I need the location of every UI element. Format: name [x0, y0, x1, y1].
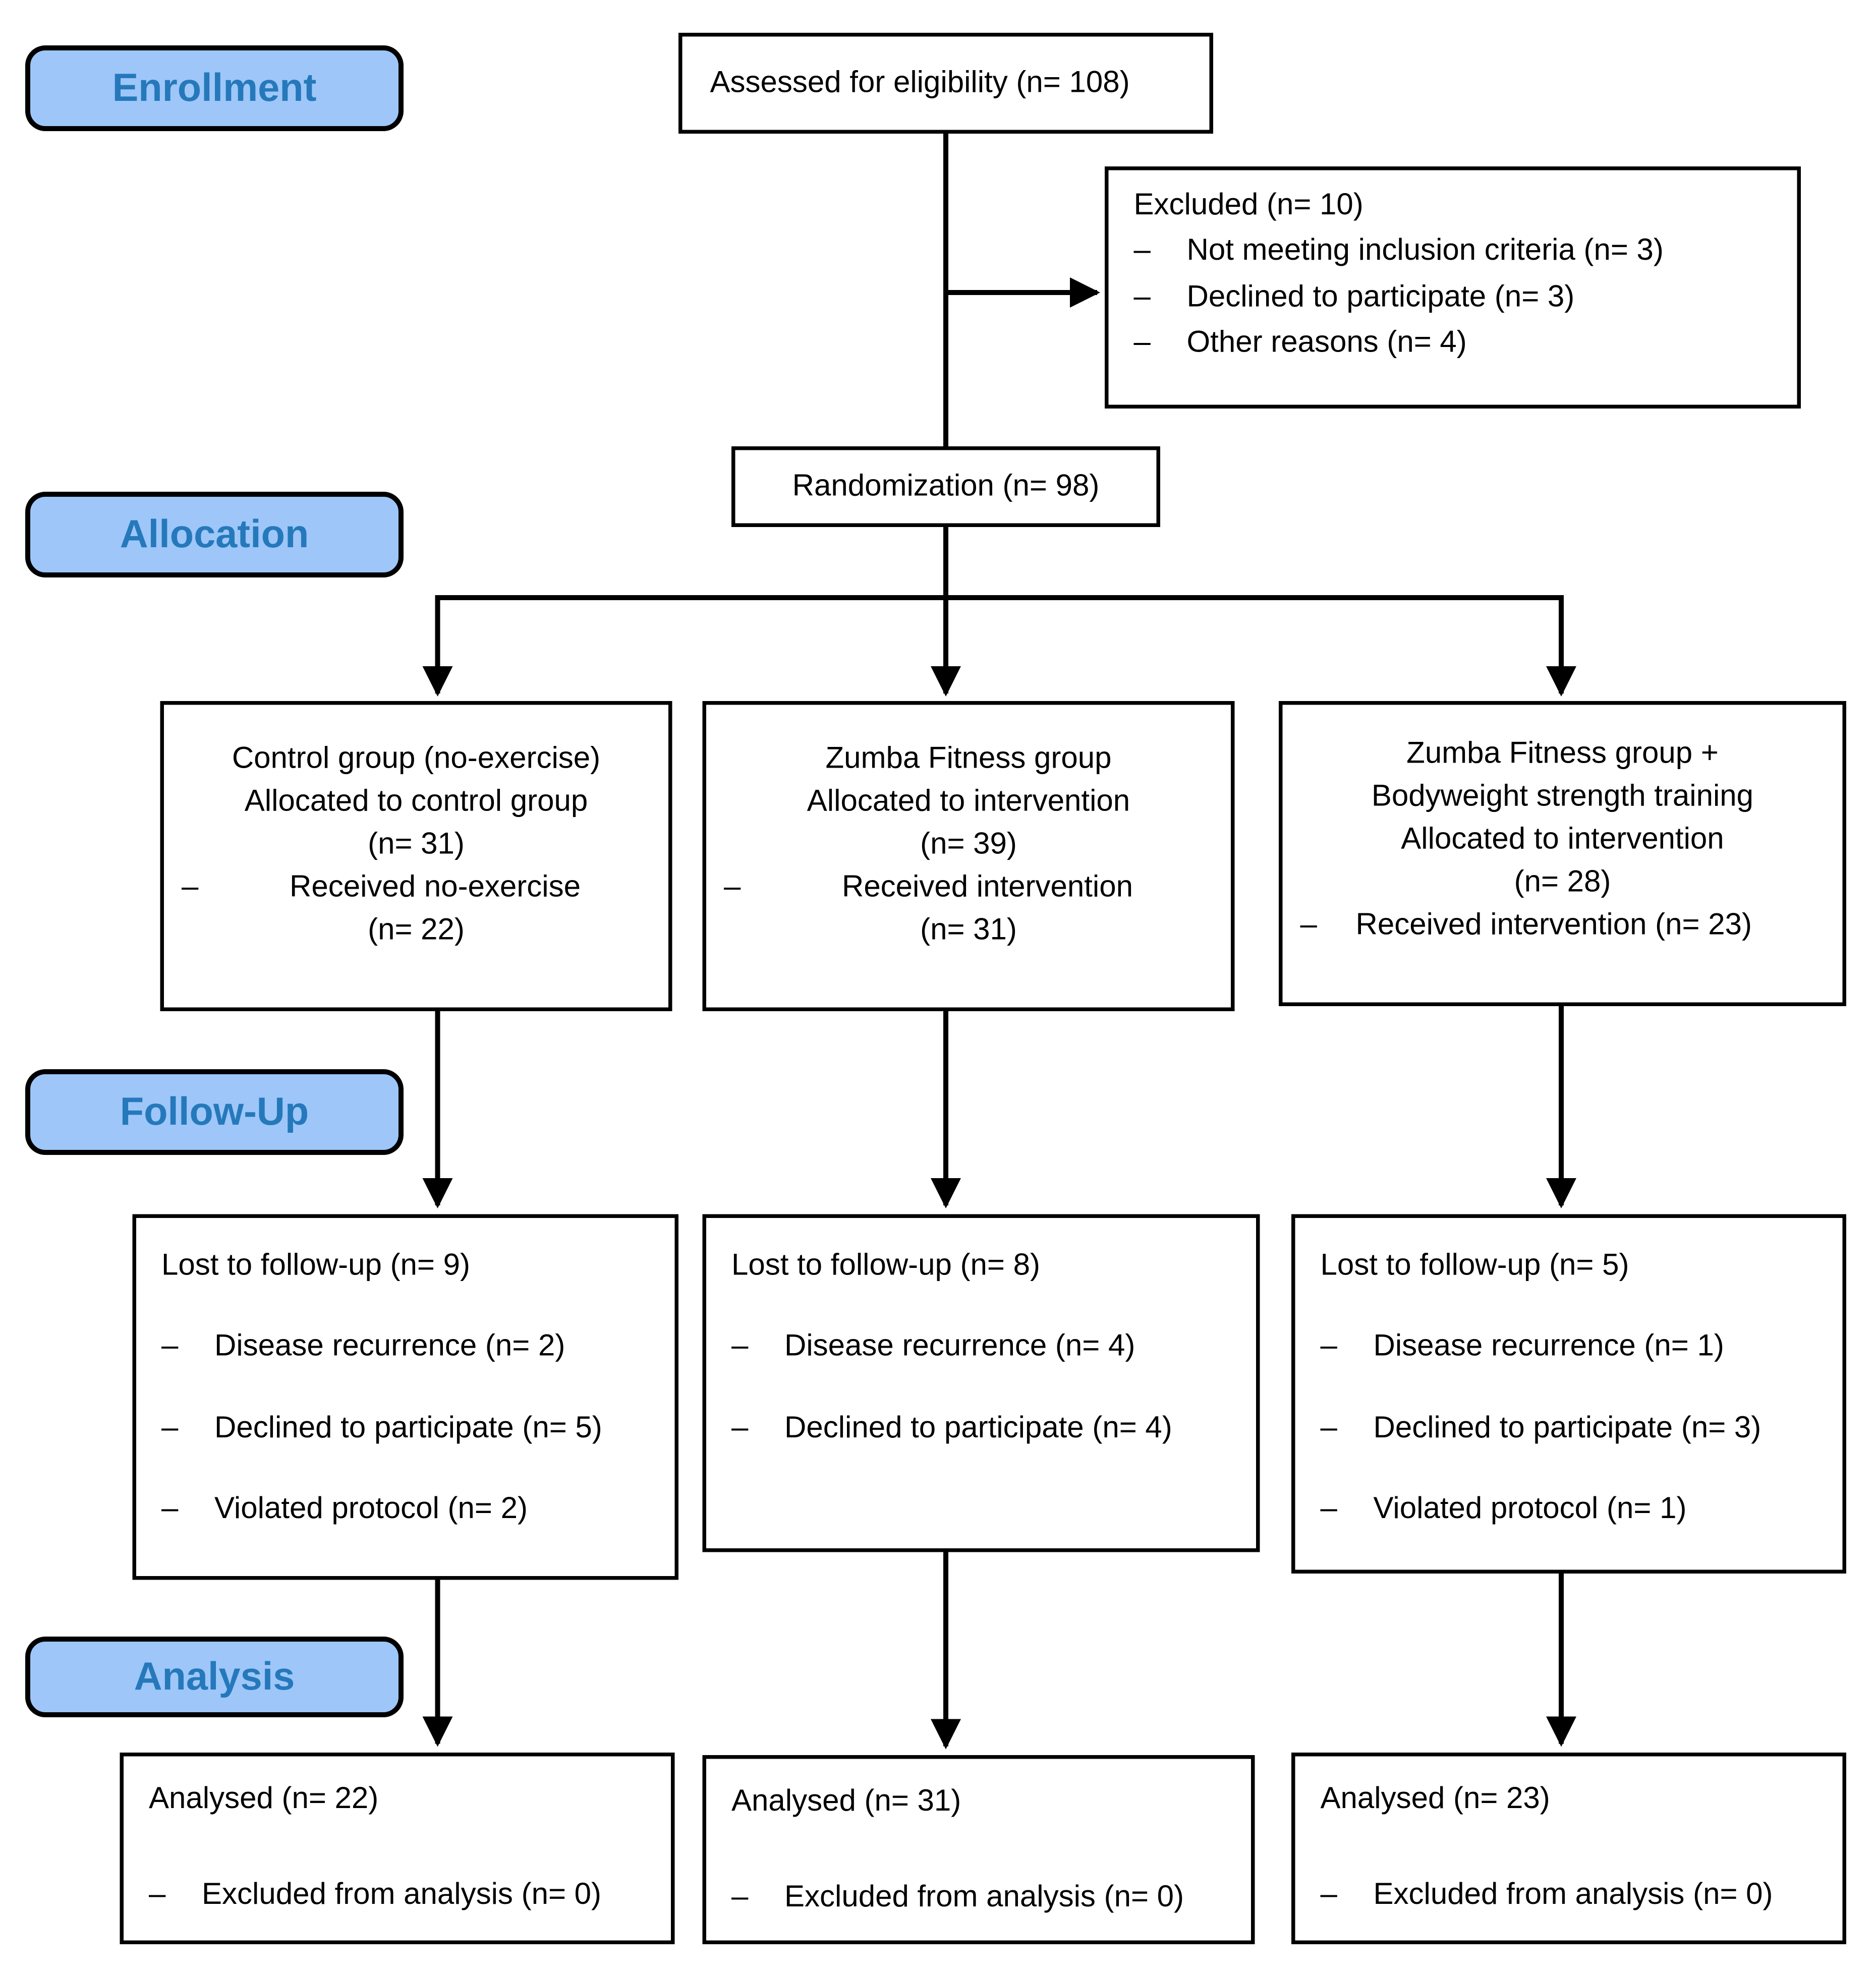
excluded-box: Excluded (n= 10) – Not meeting inclusion…: [1105, 166, 1801, 409]
phase-label-enrollment-text: Enrollment: [112, 66, 317, 110]
allocation-zumba-strength-line: Bodyweight strength training: [1371, 779, 1754, 813]
bullet-dash: –: [161, 1410, 179, 1445]
bullet-dash: –: [149, 1878, 166, 1912]
followup-zumba-strength-item: – Disease recurrence (n= 1): [1321, 1329, 1830, 1365]
analysis-zumba-item-text: Excluded from analysis (n= 0): [784, 1880, 1184, 1914]
allocation-zumba-strength-received-text: Received intervention (n= 23): [1355, 908, 1752, 943]
allocation-zumba-received-text: Received intervention: [841, 870, 1133, 905]
analysis-zumba-title: Analysed (n= 31): [731, 1784, 961, 1819]
analysis-box-zumba: Analysed (n= 31) – Excluded from analysi…: [702, 1755, 1255, 1944]
followup-control-item-text: Violated protocol (n= 2): [214, 1491, 528, 1526]
followup-zumba-item-text: Declined to participate (n= 4): [784, 1410, 1172, 1445]
allocation-zumba-line: (n= 39): [920, 827, 1017, 861]
allocation-control-line: (n= 31): [368, 827, 465, 861]
bullet-dash: –: [161, 1329, 179, 1364]
randomization-box: Randomization (n= 98): [731, 446, 1160, 527]
followup-zumba-strength-item-text: Declined to participate (n= 3): [1373, 1410, 1761, 1445]
phase-label-allocation-text: Allocation: [120, 512, 309, 556]
assessed-eligibility-text: Assessed for eligibility (n= 108): [710, 65, 1130, 100]
bullet-dash: –: [1320, 1491, 1337, 1526]
allocation-box-zumba-strength: Zumba Fitness group + Bodyweight strengt…: [1279, 701, 1846, 1006]
bullet-dash: –: [731, 1410, 749, 1445]
allocation-zumba-strength-line: (n= 28): [1514, 865, 1611, 900]
followup-zumba-strength-item: – Violated protocol (n= 1): [1321, 1491, 1830, 1527]
analysis-zumba-strength-title: Analysed (n= 23): [1320, 1781, 1550, 1816]
phase-label-analysis: Analysis: [25, 1637, 404, 1717]
followup-zumba-strength-item-text: Violated protocol (n= 1): [1373, 1491, 1687, 1526]
phase-label-allocation: Allocation: [25, 492, 404, 577]
followup-control-item: – Disease recurrence (n= 2): [161, 1329, 662, 1365]
bullet-dash: –: [731, 1880, 749, 1914]
followup-control-title: Lost to follow-up (n= 9): [161, 1248, 470, 1283]
allocation-zumba-strength-received: – Received intervention (n= 23): [1283, 904, 1843, 947]
followup-control-item-text: Disease recurrence (n= 2): [214, 1329, 565, 1364]
assessed-eligibility-box: Assessed for eligibility (n= 108): [678, 33, 1213, 134]
bullet-dash: –: [182, 870, 199, 905]
bullet-dash: –: [1320, 1410, 1337, 1445]
allocation-control-line: Allocated to control group: [244, 784, 588, 819]
analysis-zumba-strength-item-text: Excluded from analysis (n= 0): [1373, 1878, 1773, 1912]
phase-label-follow-up-text: Follow-Up: [120, 1089, 309, 1134]
bullet-dash: –: [1320, 1878, 1337, 1912]
followup-zumba-strength-title: Lost to follow-up (n= 5): [1320, 1248, 1629, 1283]
bullet-dash: –: [1300, 908, 1317, 943]
bullet-dash: –: [1133, 234, 1151, 268]
excluded-title: Excluded (n= 10): [1133, 188, 1363, 222]
followup-zumba-title: Lost to follow-up (n= 8): [731, 1248, 1040, 1283]
allocation-zumba-strength-line: Zumba Fitness group +: [1406, 736, 1719, 771]
followup-zumba-item-text: Disease recurrence (n= 4): [784, 1329, 1135, 1364]
bullet-dash: –: [1320, 1329, 1337, 1364]
followup-zumba-strength-item: – Declined to participate (n= 3): [1321, 1411, 1830, 1446]
excluded-item-text: Other reasons (n= 4): [1186, 325, 1467, 360]
allocation-control-received-text: Received no-exercise: [290, 870, 581, 905]
allocation-control-received: – Received no-exercise: [164, 866, 668, 909]
excluded-item: – Other reasons (n= 4): [1134, 325, 1785, 361]
analysis-box-zumba-strength: Analysed (n= 23) – Excluded from analysi…: [1291, 1753, 1846, 1944]
analysis-control-title: Analysed (n= 22): [149, 1781, 379, 1816]
bullet-dash: –: [161, 1491, 179, 1526]
followup-box-zumba-strength: Lost to follow-up (n= 5) – Disease recur…: [1291, 1214, 1846, 1574]
followup-control-item: – Violated protocol (n= 2): [161, 1491, 662, 1527]
bullet-dash: –: [1133, 279, 1151, 314]
excluded-item-text: Not meeting inclusion criteria (n= 3): [1186, 234, 1664, 268]
allocation-box-zumba: Zumba Fitness group Allocated to interve…: [702, 701, 1235, 1011]
bullet-dash: –: [724, 870, 741, 905]
randomization-text: Randomization (n= 98): [792, 469, 1100, 503]
followup-zumba-strength-item-text: Disease recurrence (n= 1): [1373, 1329, 1724, 1364]
followup-box-control: Lost to follow-up (n= 9) – Disease recur…: [132, 1214, 678, 1580]
allocation-zumba-line: Zumba Fitness group: [825, 741, 1112, 776]
analysis-control-item-text: Excluded from analysis (n= 0): [202, 1878, 602, 1912]
analysis-zumba-item: – Excluded from analysis (n= 0): [731, 1880, 1238, 1916]
excluded-item: – Not meeting inclusion criteria (n= 3): [1134, 234, 1785, 269]
phase-label-follow-up: Follow-Up: [25, 1069, 404, 1155]
excluded-item: – Declined to participate (n= 3): [1134, 279, 1785, 315]
allocation-box-control: Control group (no-exercise) Allocated to…: [160, 701, 672, 1011]
bullet-dash: –: [1133, 325, 1151, 360]
allocation-zumba-received-n: (n= 31): [920, 913, 1017, 948]
allocation-control-line: Control group (no-exercise): [232, 741, 601, 776]
analysis-control-item: – Excluded from analysis (n= 0): [149, 1878, 658, 1913]
phase-label-analysis-text: Analysis: [134, 1654, 295, 1699]
analysis-zumba-strength-item: – Excluded from analysis (n= 0): [1321, 1878, 1830, 1913]
followup-control-item: – Declined to participate (n= 5): [161, 1411, 662, 1446]
followup-zumba-item: – Declined to participate (n= 4): [731, 1411, 1243, 1446]
excluded-item-text: Declined to participate (n= 3): [1186, 279, 1575, 314]
bullet-dash: –: [731, 1329, 749, 1364]
allocation-control-received-n: (n= 22): [368, 913, 465, 948]
allocation-zumba-strength-line: Allocated to intervention: [1401, 822, 1724, 856]
allocation-zumba-received: – Received intervention: [706, 866, 1231, 909]
allocation-zumba-line: Allocated to intervention: [807, 784, 1130, 819]
followup-control-item-text: Declined to participate (n= 5): [214, 1410, 602, 1445]
phase-label-enrollment: Enrollment: [25, 45, 404, 131]
analysis-box-control: Analysed (n= 22) – Excluded from analysi…: [120, 1753, 675, 1944]
followup-box-zumba: Lost to follow-up (n= 8) – Disease recur…: [702, 1214, 1260, 1552]
followup-zumba-item: – Disease recurrence (n= 4): [731, 1329, 1243, 1365]
